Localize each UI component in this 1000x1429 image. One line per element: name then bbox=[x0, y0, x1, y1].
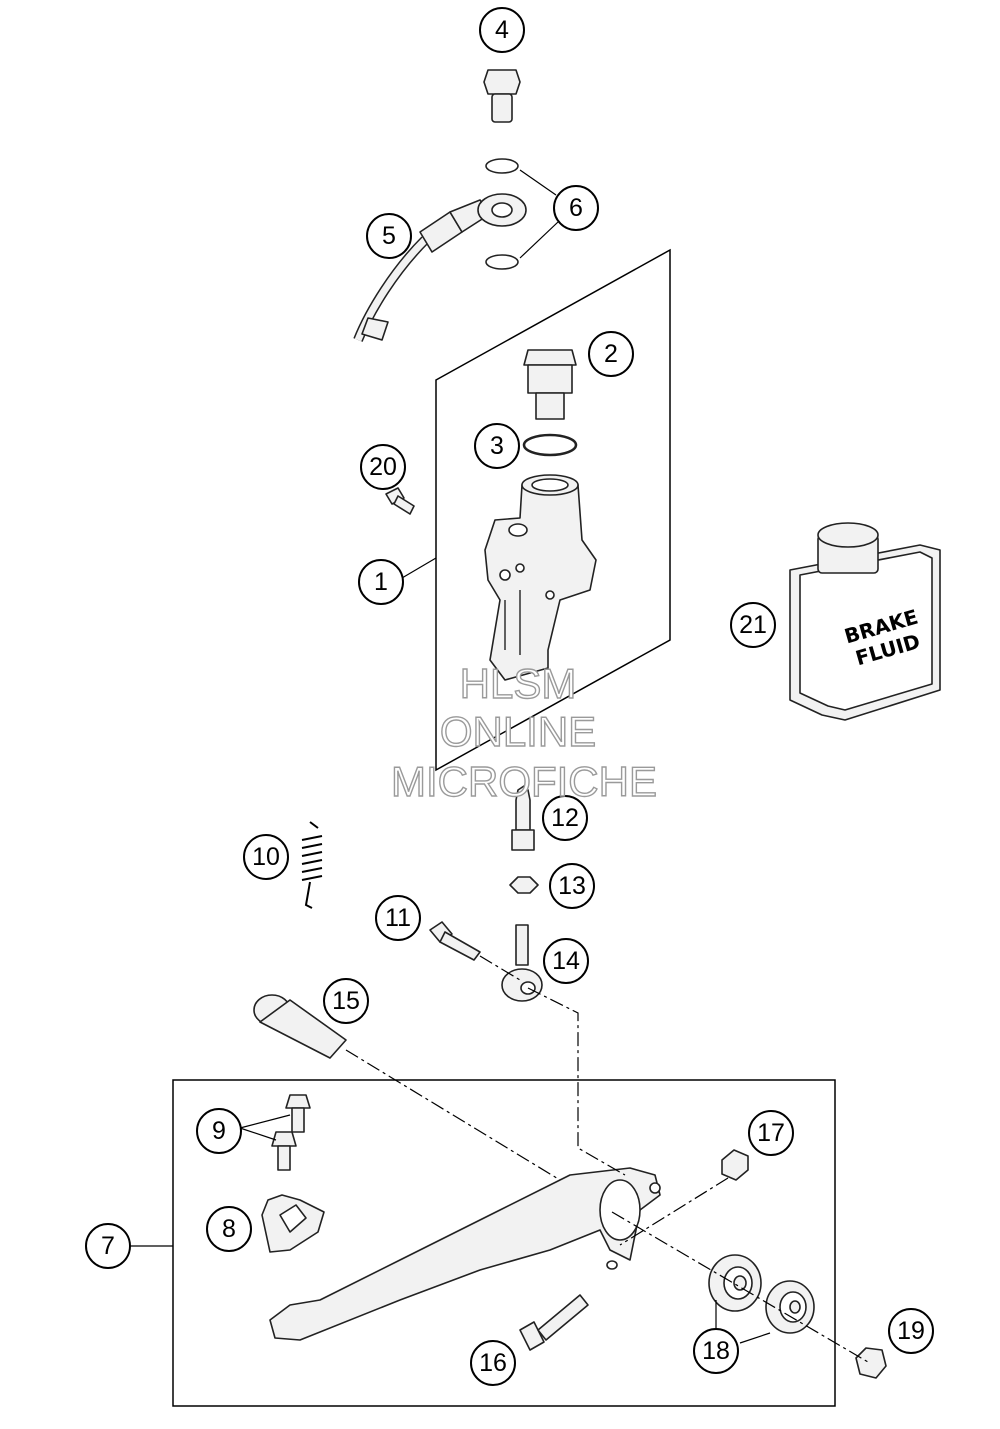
watermark-line3: MICROFICHE bbox=[391, 758, 657, 805]
screw-part-9 bbox=[271, 1094, 311, 1171]
callout-3[interactable]: 3 bbox=[474, 423, 520, 469]
svg-text:1: 1 bbox=[374, 568, 388, 596]
callout-6[interactable]: 6 bbox=[553, 185, 599, 231]
leader-6b bbox=[519, 221, 559, 259]
clevis-part bbox=[501, 924, 543, 1002]
spring-part bbox=[301, 821, 323, 909]
svg-text:18: 18 bbox=[702, 1337, 730, 1365]
brake-fluid-bottle: BRAKE FLUID bbox=[789, 522, 941, 721]
svg-text:5: 5 bbox=[382, 222, 396, 250]
nut-part-17 bbox=[721, 1149, 749, 1181]
callout-17[interactable]: 17 bbox=[748, 1110, 794, 1156]
callout-4[interactable]: 4 bbox=[479, 7, 525, 53]
alignment-line-pedal bbox=[527, 987, 626, 1176]
master-cylinder-frame bbox=[435, 248, 671, 772]
callout-13[interactable]: 13 bbox=[549, 863, 595, 909]
callout-7[interactable]: 7 bbox=[85, 1223, 131, 1269]
reservoir-cap-part bbox=[523, 349, 577, 420]
o-ring-part bbox=[522, 433, 578, 457]
watermark-line2: ONLINE bbox=[440, 708, 596, 755]
alignment-line-pivot bbox=[345, 1049, 561, 1181]
svg-text:4: 4 bbox=[495, 16, 509, 44]
callout-16[interactable]: 16 bbox=[470, 1340, 516, 1386]
svg-text:11: 11 bbox=[385, 904, 411, 932]
svg-text:21: 21 bbox=[739, 611, 767, 639]
banjo-bolt-part bbox=[483, 69, 521, 123]
leader-9b bbox=[239, 1127, 277, 1141]
callout-9[interactable]: 9 bbox=[196, 1108, 242, 1154]
callout-2[interactable]: 2 bbox=[588, 331, 634, 377]
leader-1 bbox=[401, 557, 437, 579]
svg-text:7: 7 bbox=[101, 1232, 115, 1260]
callout-11[interactable]: 11 bbox=[375, 895, 421, 941]
alignment-line-nut bbox=[619, 1177, 729, 1246]
bolt-part-11 bbox=[429, 921, 481, 961]
svg-text:20: 20 bbox=[369, 453, 397, 481]
svg-text:10: 10 bbox=[252, 843, 280, 871]
svg-text:12: 12 bbox=[551, 804, 579, 832]
svg-text:15: 15 bbox=[332, 987, 360, 1015]
svg-text:16: 16 bbox=[479, 1349, 507, 1377]
master-cylinder-part bbox=[484, 474, 597, 681]
svg-text:9: 9 bbox=[212, 1117, 226, 1145]
pedal-step-part bbox=[261, 1194, 325, 1253]
washer-part-lower bbox=[485, 254, 519, 270]
callout-18[interactable]: 18 bbox=[693, 1328, 739, 1374]
svg-text:14: 14 bbox=[552, 947, 580, 975]
svg-text:19: 19 bbox=[897, 1317, 925, 1345]
leader-9a bbox=[239, 1114, 291, 1129]
watermark: HLSM ONLINE MICROFICHE bbox=[390, 659, 657, 805]
bearing-part-upper bbox=[708, 1254, 762, 1312]
nut-part-13 bbox=[509, 876, 539, 894]
bolt-part-20 bbox=[385, 487, 415, 515]
nut-part-19 bbox=[855, 1347, 887, 1379]
brake-line-part bbox=[353, 193, 527, 342]
callout-19[interactable]: 19 bbox=[888, 1308, 934, 1354]
svg-text:3: 3 bbox=[490, 432, 504, 460]
callout-1[interactable]: 1 bbox=[358, 559, 404, 605]
callout-14[interactable]: 14 bbox=[543, 938, 589, 984]
svg-text:8: 8 bbox=[222, 1215, 236, 1243]
callout-12[interactable]: 12 bbox=[542, 795, 588, 841]
leader-18b bbox=[739, 1332, 771, 1344]
leader-6a bbox=[519, 169, 557, 196]
svg-text:13: 13 bbox=[558, 872, 586, 900]
watermark-line1: HLSM bbox=[460, 660, 577, 707]
svg-text:17: 17 bbox=[757, 1119, 785, 1147]
svg-text:2: 2 bbox=[604, 340, 618, 368]
callout-20[interactable]: 20 bbox=[360, 444, 406, 490]
callout-21[interactable]: 21 bbox=[730, 602, 776, 648]
callout-10[interactable]: 10 bbox=[243, 834, 289, 880]
bolt-part-16 bbox=[519, 1294, 589, 1351]
washer-part-upper bbox=[485, 158, 519, 174]
pivot-bolt-part bbox=[253, 994, 347, 1059]
brake-pedal-frame bbox=[172, 1079, 836, 1407]
callout-8[interactable]: 8 bbox=[206, 1206, 252, 1252]
callout-5[interactable]: 5 bbox=[366, 213, 412, 259]
alignment-line-bolt bbox=[479, 955, 521, 981]
push-rod-part bbox=[511, 785, 535, 851]
brake-pedal-part bbox=[269, 1167, 661, 1341]
callout-15[interactable]: 15 bbox=[323, 978, 369, 1024]
svg-text:6: 6 bbox=[569, 194, 583, 222]
